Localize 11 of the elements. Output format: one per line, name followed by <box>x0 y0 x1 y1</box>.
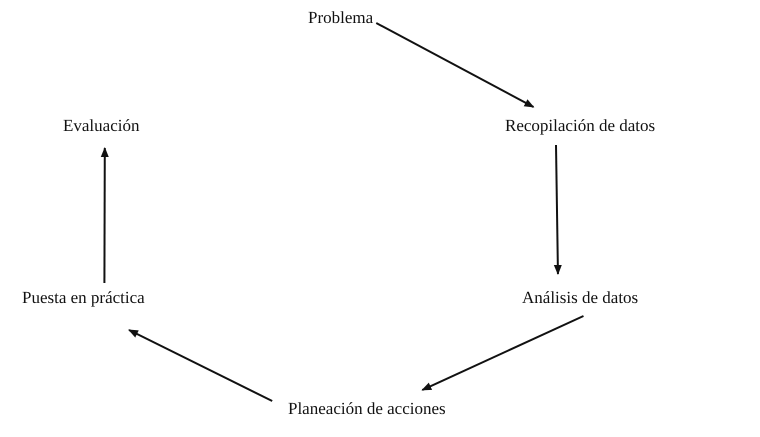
arrow <box>128 329 273 402</box>
step-label: Planeación de acciones <box>288 399 446 418</box>
arrow <box>100 147 109 283</box>
step-label: Puesta en práctica <box>22 288 145 307</box>
step-label: Problema <box>308 8 374 27</box>
step-label: Recopilación de datos <box>505 116 656 135</box>
arrow <box>421 315 584 391</box>
arrow <box>376 22 534 108</box>
step-label: Evaluación <box>63 116 140 135</box>
step-label: Análisis de datos <box>522 288 638 307</box>
arrow <box>554 144 562 275</box>
